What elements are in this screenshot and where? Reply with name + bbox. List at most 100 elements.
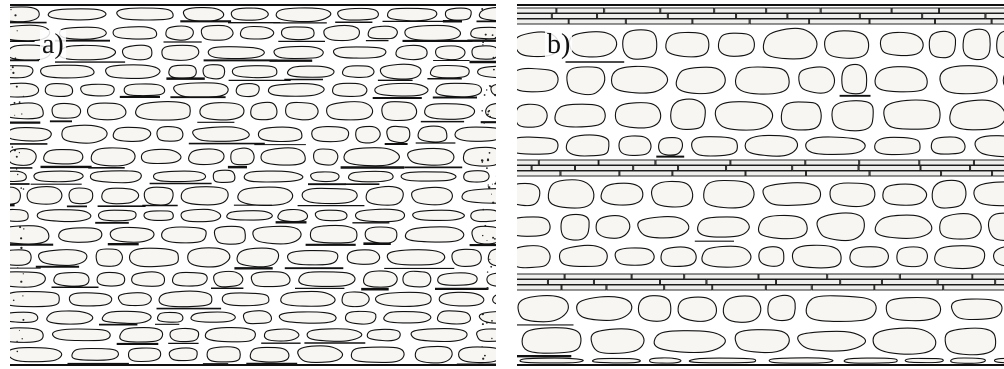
stone [237, 186, 294, 207]
stone [89, 170, 142, 184]
stone [831, 100, 874, 132]
mortar-speck [482, 44, 484, 46]
mortar-speck [482, 208, 485, 211]
stone [171, 271, 208, 287]
stone [10, 327, 44, 343]
stone [257, 126, 303, 143]
mortar-speck [481, 313, 484, 316]
mortar-speck [493, 68, 495, 71]
stone [143, 186, 174, 206]
brick [625, 18, 693, 25]
stone [337, 7, 379, 21]
stone [791, 244, 842, 269]
stone [879, 31, 924, 57]
stone [517, 245, 551, 269]
stone [797, 330, 867, 352]
stone [950, 298, 1003, 321]
brick [985, 13, 1004, 19]
stone [944, 327, 997, 356]
brick [745, 170, 806, 177]
stone [438, 291, 485, 307]
stone [517, 182, 541, 207]
stone [734, 66, 790, 95]
stone [86, 102, 127, 121]
stone [691, 136, 738, 157]
stone [231, 65, 278, 79]
stone [10, 148, 37, 166]
stone [230, 147, 255, 166]
stone [263, 328, 300, 342]
stone [665, 31, 710, 58]
mortar-speck [19, 226, 22, 229]
mortar-speck [488, 109, 491, 112]
stone [109, 226, 155, 243]
stone [767, 294, 796, 322]
mortar-speck [483, 94, 486, 96]
stone [10, 82, 40, 98]
masonry-pattern-a [10, 4, 496, 366]
mortar-speck [482, 357, 485, 360]
stone [309, 224, 358, 244]
stone [517, 103, 548, 128]
mortar-speck [22, 95, 25, 98]
brick [881, 279, 938, 285]
stone [492, 294, 496, 305]
stone [697, 216, 750, 238]
mortar-speck [16, 340, 18, 343]
stone [169, 327, 200, 343]
brick [937, 279, 996, 285]
stone [26, 186, 63, 205]
brick [556, 7, 605, 14]
brick [517, 170, 561, 177]
stone [637, 295, 672, 322]
stone [383, 311, 432, 324]
stone [996, 30, 1004, 59]
stone [576, 295, 633, 321]
stone [386, 125, 411, 144]
stone [355, 125, 381, 144]
brick [517, 18, 569, 25]
stone [402, 270, 432, 288]
stone [10, 291, 60, 308]
stone [454, 126, 496, 142]
stone [286, 65, 335, 78]
brick [992, 170, 1004, 177]
brick [792, 165, 859, 171]
stone [610, 65, 669, 94]
brick [684, 273, 759, 280]
stone [10, 271, 46, 288]
stone [135, 101, 191, 121]
stone [722, 295, 762, 323]
stone [386, 249, 446, 266]
stone [239, 25, 275, 40]
stone [10, 347, 63, 363]
stone [768, 357, 834, 364]
mortar-speck [18, 329, 20, 331]
stone [10, 249, 32, 266]
mortar-speck [17, 267, 19, 268]
stone [200, 24, 234, 41]
stone [313, 148, 339, 166]
brick [560, 170, 620, 177]
stone [273, 45, 324, 60]
stone [517, 216, 551, 237]
brick [809, 18, 870, 25]
stone [51, 328, 111, 342]
mortar-speck [486, 240, 488, 241]
mortar-speck [486, 271, 489, 273]
stone [614, 247, 655, 266]
stone [156, 126, 184, 142]
stone [250, 101, 278, 121]
mortar-speck [484, 33, 487, 36]
mortar-speck [13, 101, 16, 104]
brick [547, 279, 594, 285]
stone [650, 180, 694, 208]
brick [633, 165, 679, 171]
brick [561, 284, 607, 291]
stone [143, 210, 174, 221]
stone [477, 65, 496, 79]
mortar-speck [494, 36, 496, 39]
mortar-speck [15, 155, 18, 158]
stone [71, 347, 120, 361]
stone [939, 213, 982, 240]
